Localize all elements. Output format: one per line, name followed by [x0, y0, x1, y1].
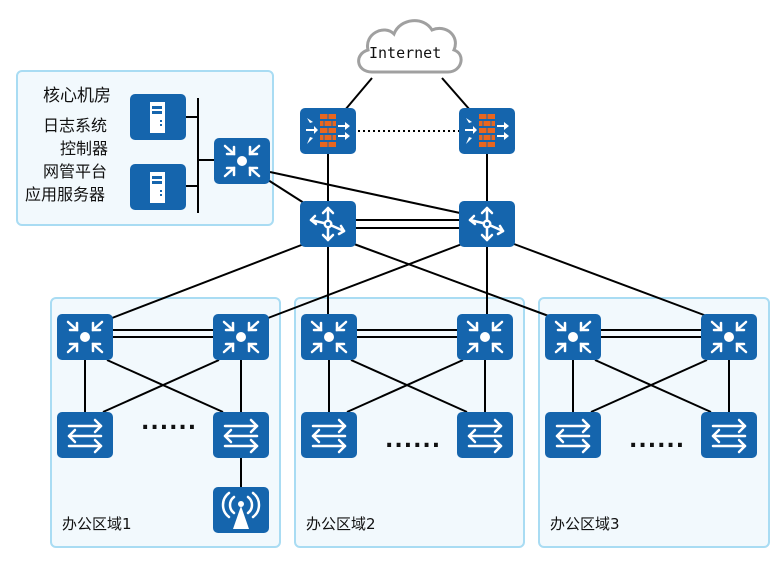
access-switch-2-right[interactable] [457, 412, 513, 458]
aggregation-switch-3-left[interactable] [545, 314, 601, 360]
core-router-1[interactable] [300, 201, 356, 247]
more-switches-ellipsis: ...... [629, 428, 686, 453]
l3-switch-icon [223, 144, 261, 178]
l3-switch-icon [66, 320, 104, 354]
l3-switch-icon [710, 320, 748, 354]
access-switch-3-left[interactable] [545, 412, 601, 458]
firewall-icon [465, 114, 509, 147]
l3-switch-icon [222, 320, 260, 354]
access-switch-1-right[interactable] [213, 412, 269, 458]
firewall-2[interactable] [459, 108, 515, 154]
aggregation-switch-1-right[interactable] [213, 314, 269, 360]
server-icon [150, 102, 165, 133]
link-cross-2-a [350, 359, 468, 413]
wireless-ap-icon [221, 491, 261, 529]
more-switches-ellipsis: ...... [385, 428, 442, 453]
link-cross-3-b [590, 359, 708, 413]
server-label-app: 应用服务器 [25, 185, 106, 204]
link-cross-1-b [102, 359, 220, 413]
router-icon [468, 206, 505, 242]
link-coreswitch-router2 [269, 171, 461, 214]
link-cross-3-a [594, 359, 712, 413]
access-switch-1-left[interactable] [57, 412, 113, 458]
link-internet-fw2 [441, 77, 471, 111]
cloud-icon [357, 19, 463, 74]
link-r1-agg3a [353, 243, 555, 319]
server-label-log: 日志系统 [43, 116, 108, 135]
office-area-2-label: 办公区域2 [306, 515, 376, 533]
access-switch-2-left[interactable] [301, 412, 357, 458]
server-label-controller: 控制器 [60, 139, 109, 158]
aggregation-switch-2-left[interactable] [301, 314, 357, 360]
access-switch-icon [711, 418, 747, 454]
l3-switch-icon [310, 320, 348, 354]
l3-switch-icon [466, 320, 504, 354]
access-switch-icon [467, 418, 503, 454]
aggregation-switch-2-right[interactable] [457, 314, 513, 360]
server-1[interactable] [130, 94, 186, 140]
access-switch-icon [555, 418, 591, 454]
link-internet-fw1 [344, 77, 373, 111]
access-switch-icon [311, 418, 347, 454]
core-room-switch[interactable] [214, 138, 270, 184]
wireless-ap-1[interactable] [213, 487, 269, 533]
router-icon [309, 206, 346, 242]
internet-label: Internet [369, 44, 442, 62]
access-switch-icon [67, 418, 103, 454]
office-area-3-label: 办公区域3 [550, 515, 620, 533]
core-room-title: 核心机房 [43, 86, 111, 106]
link-cross-1-a [106, 359, 224, 413]
more-switches-ellipsis: ...... [141, 410, 198, 435]
core-router-2[interactable] [459, 201, 515, 247]
link-r2-agg3b [513, 243, 713, 319]
link-coreswitch-router1 [267, 179, 305, 204]
link-r1-agg1a [111, 243, 305, 319]
server-2[interactable] [130, 164, 186, 210]
l3-switch-icon [554, 320, 592, 354]
aggregation-switch-3-right[interactable] [701, 314, 757, 360]
server-icon [150, 172, 165, 203]
link-r2-agg1b [267, 243, 463, 319]
office-area-1-label: 办公区域1 [62, 515, 132, 533]
aggregation-switch-1-left[interactable] [57, 314, 113, 360]
access-switch-3-right[interactable] [701, 412, 757, 458]
access-switch-icon [223, 418, 259, 454]
server-label-nms: 网管平台 [43, 162, 108, 181]
link-cross-2-b [346, 359, 464, 413]
firewall-icon [306, 114, 350, 147]
firewall-1[interactable] [300, 108, 356, 154]
